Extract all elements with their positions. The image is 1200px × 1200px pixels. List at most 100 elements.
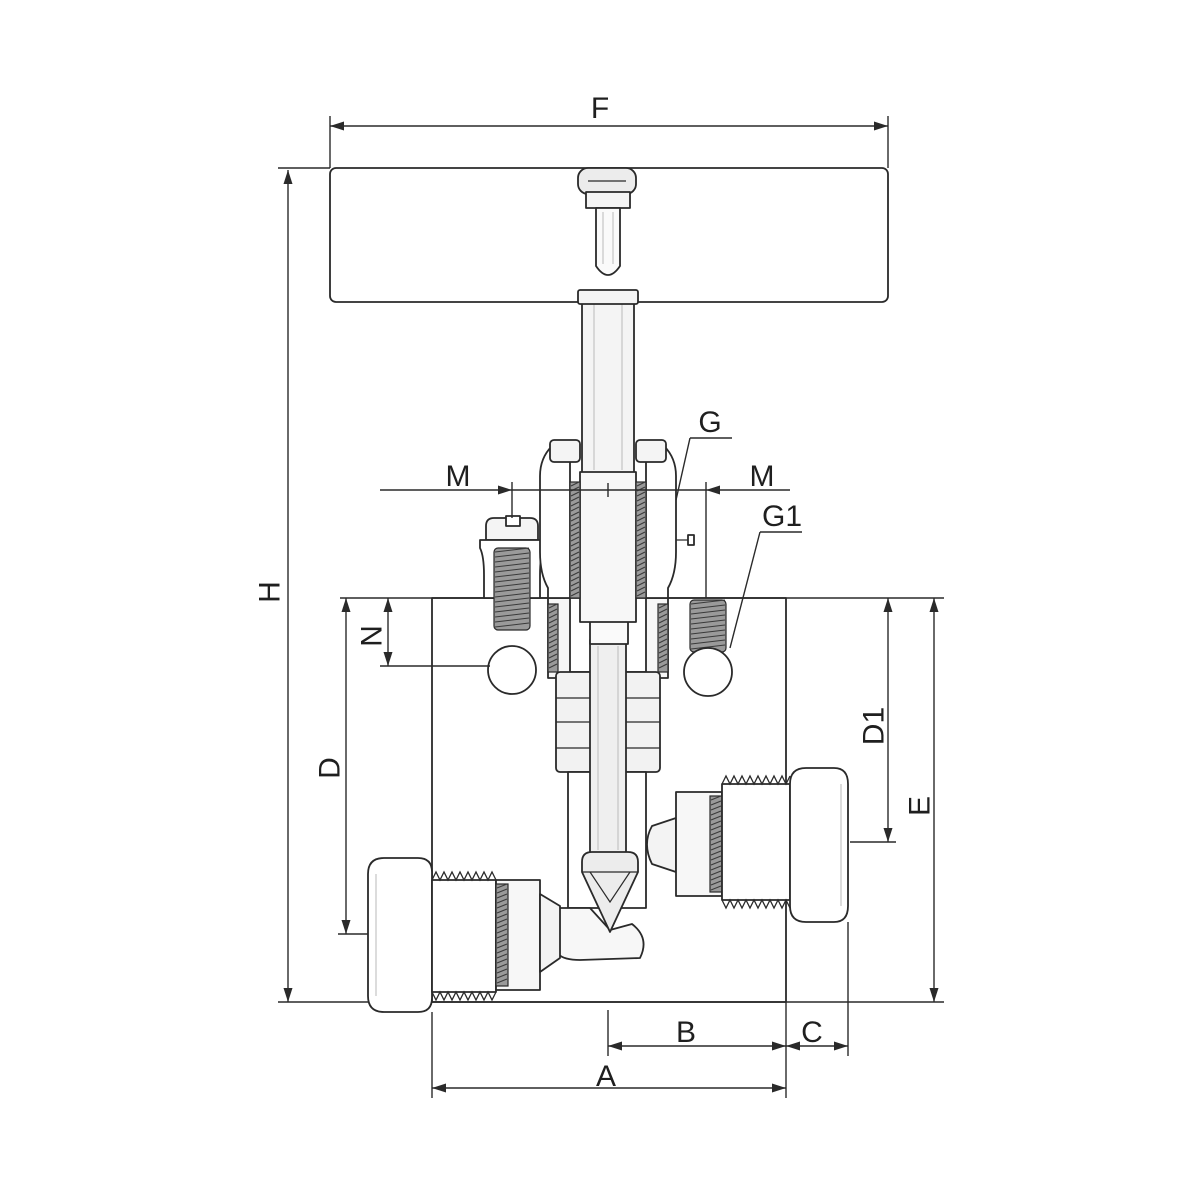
handle-boss — [577, 289, 639, 305]
thread-hatch-line — [636, 496, 646, 502]
dimension-arrowhead — [432, 1083, 446, 1093]
thread-hatch-line — [496, 883, 508, 889]
thread-hatch-line — [570, 516, 580, 522]
label-d: D — [314, 757, 347, 779]
label-a: A — [596, 1060, 616, 1093]
thread-hatch-line — [636, 511, 646, 517]
thread-hatch-line — [570, 506, 580, 512]
dimension-arrowhead — [341, 920, 351, 934]
thread-hatch-line — [548, 618, 558, 624]
right-plug-ball — [683, 647, 733, 697]
label-h: H — [254, 581, 287, 603]
outlet-passage-left — [557, 907, 645, 961]
thread-hatch-line — [710, 805, 722, 811]
thread-hatch-line — [494, 617, 530, 623]
thread-hatch-line — [494, 557, 530, 563]
thread-hatch-line — [570, 576, 580, 582]
thread-hatch-line — [570, 566, 580, 572]
thread-hatch-line — [548, 653, 558, 659]
thread-hatch-line — [636, 586, 646, 592]
label-g1: G1 — [762, 500, 802, 533]
thread-hatch-line — [494, 587, 530, 593]
right-port-nut — [789, 767, 849, 923]
thread-hatch-line — [548, 623, 558, 629]
label-b: B — [676, 1016, 696, 1049]
thread-hatch-line — [710, 840, 722, 846]
thread-hatch-lines — [548, 603, 558, 669]
thread-hatch-line — [494, 607, 530, 613]
thread-hatch-line — [570, 546, 580, 552]
dimension-arrowhead — [283, 988, 293, 1002]
thread-hatch-line — [548, 663, 558, 669]
thread-hatch-line — [570, 556, 580, 562]
thread-hatch-line — [494, 592, 530, 598]
thread-hatch-line — [496, 888, 508, 894]
thread-hatch-line — [570, 586, 580, 592]
thread-hatch-line — [690, 644, 726, 650]
inlet-cone-right — [646, 817, 677, 873]
thread-hatch-line — [496, 898, 508, 904]
thread-hatch-line — [658, 623, 668, 629]
thread-hatch-line — [636, 501, 646, 507]
thread-hatch-line — [496, 928, 508, 934]
thread-hatch-line — [570, 591, 580, 597]
thread-hatch-line — [636, 561, 646, 567]
thread-hatch-line — [570, 581, 580, 587]
thread-hatch-line — [710, 825, 722, 831]
label-g1-leader — [729, 531, 761, 649]
thread-hatch-line — [570, 491, 580, 497]
thread-hatch-line — [548, 603, 558, 609]
thread-hatch-line — [710, 795, 722, 801]
thread-hatch-line — [570, 531, 580, 537]
thread-hatch-line — [570, 511, 580, 517]
thread-hatch-line — [494, 552, 530, 558]
handle-retaining-pin — [595, 207, 621, 276]
thread-hatch-line — [690, 599, 726, 605]
thread-hatch-line — [570, 496, 580, 502]
thread-hatch-lines — [636, 481, 646, 597]
thread-hatch-line — [494, 612, 530, 618]
thread-hatch-line — [570, 521, 580, 527]
thread-hatch-line — [496, 948, 508, 954]
label-f: F — [591, 92, 609, 125]
thread-hatch-line — [690, 604, 726, 610]
thread-hatch-line — [548, 628, 558, 634]
right-port-sleeve — [721, 783, 791, 901]
thread-hatch-line — [494, 622, 530, 628]
label-g-leader — [675, 437, 691, 501]
bonnet-inner-thread-left — [569, 481, 581, 599]
thread-hatch-line — [570, 501, 580, 507]
thread-hatch-line — [658, 628, 668, 634]
left-port-sleeve — [431, 879, 497, 993]
thread-hatch-line — [570, 551, 580, 557]
dimension-arrowhead — [608, 1041, 622, 1051]
dimension-arrowhead — [883, 598, 893, 612]
thread-hatch-lines — [690, 599, 726, 650]
bonnet-lower-thread-right — [657, 603, 669, 673]
thread-hatch-line — [658, 613, 668, 619]
label-d1: D1 — [858, 707, 891, 745]
bonnet-cap-right — [635, 439, 667, 463]
stem-upper — [581, 299, 635, 477]
left-plug-ball — [487, 645, 537, 695]
thread-hatch-line — [710, 880, 722, 886]
thread-hatch-lines — [496, 883, 508, 984]
needle-shaft — [589, 639, 627, 855]
thread-hatch-line — [496, 903, 508, 909]
thread-hatch-line — [710, 855, 722, 861]
thread-hatch-line — [636, 526, 646, 532]
thread-hatch-line — [496, 923, 508, 929]
thread-hatch-line — [494, 567, 530, 573]
thread-hatch-line — [570, 571, 580, 577]
thread-hatch-line — [710, 870, 722, 876]
thread-hatch-line — [548, 638, 558, 644]
thread-hatch-line — [548, 613, 558, 619]
thread-hatch-line — [710, 885, 722, 891]
thread-hatch-line — [658, 638, 668, 644]
thread-hatch-line — [658, 648, 668, 654]
dimension-arrowhead — [834, 1041, 848, 1051]
thread-hatch-line — [658, 633, 668, 639]
thread-hatch-line — [636, 571, 646, 577]
thread-hatch-line — [658, 643, 668, 649]
